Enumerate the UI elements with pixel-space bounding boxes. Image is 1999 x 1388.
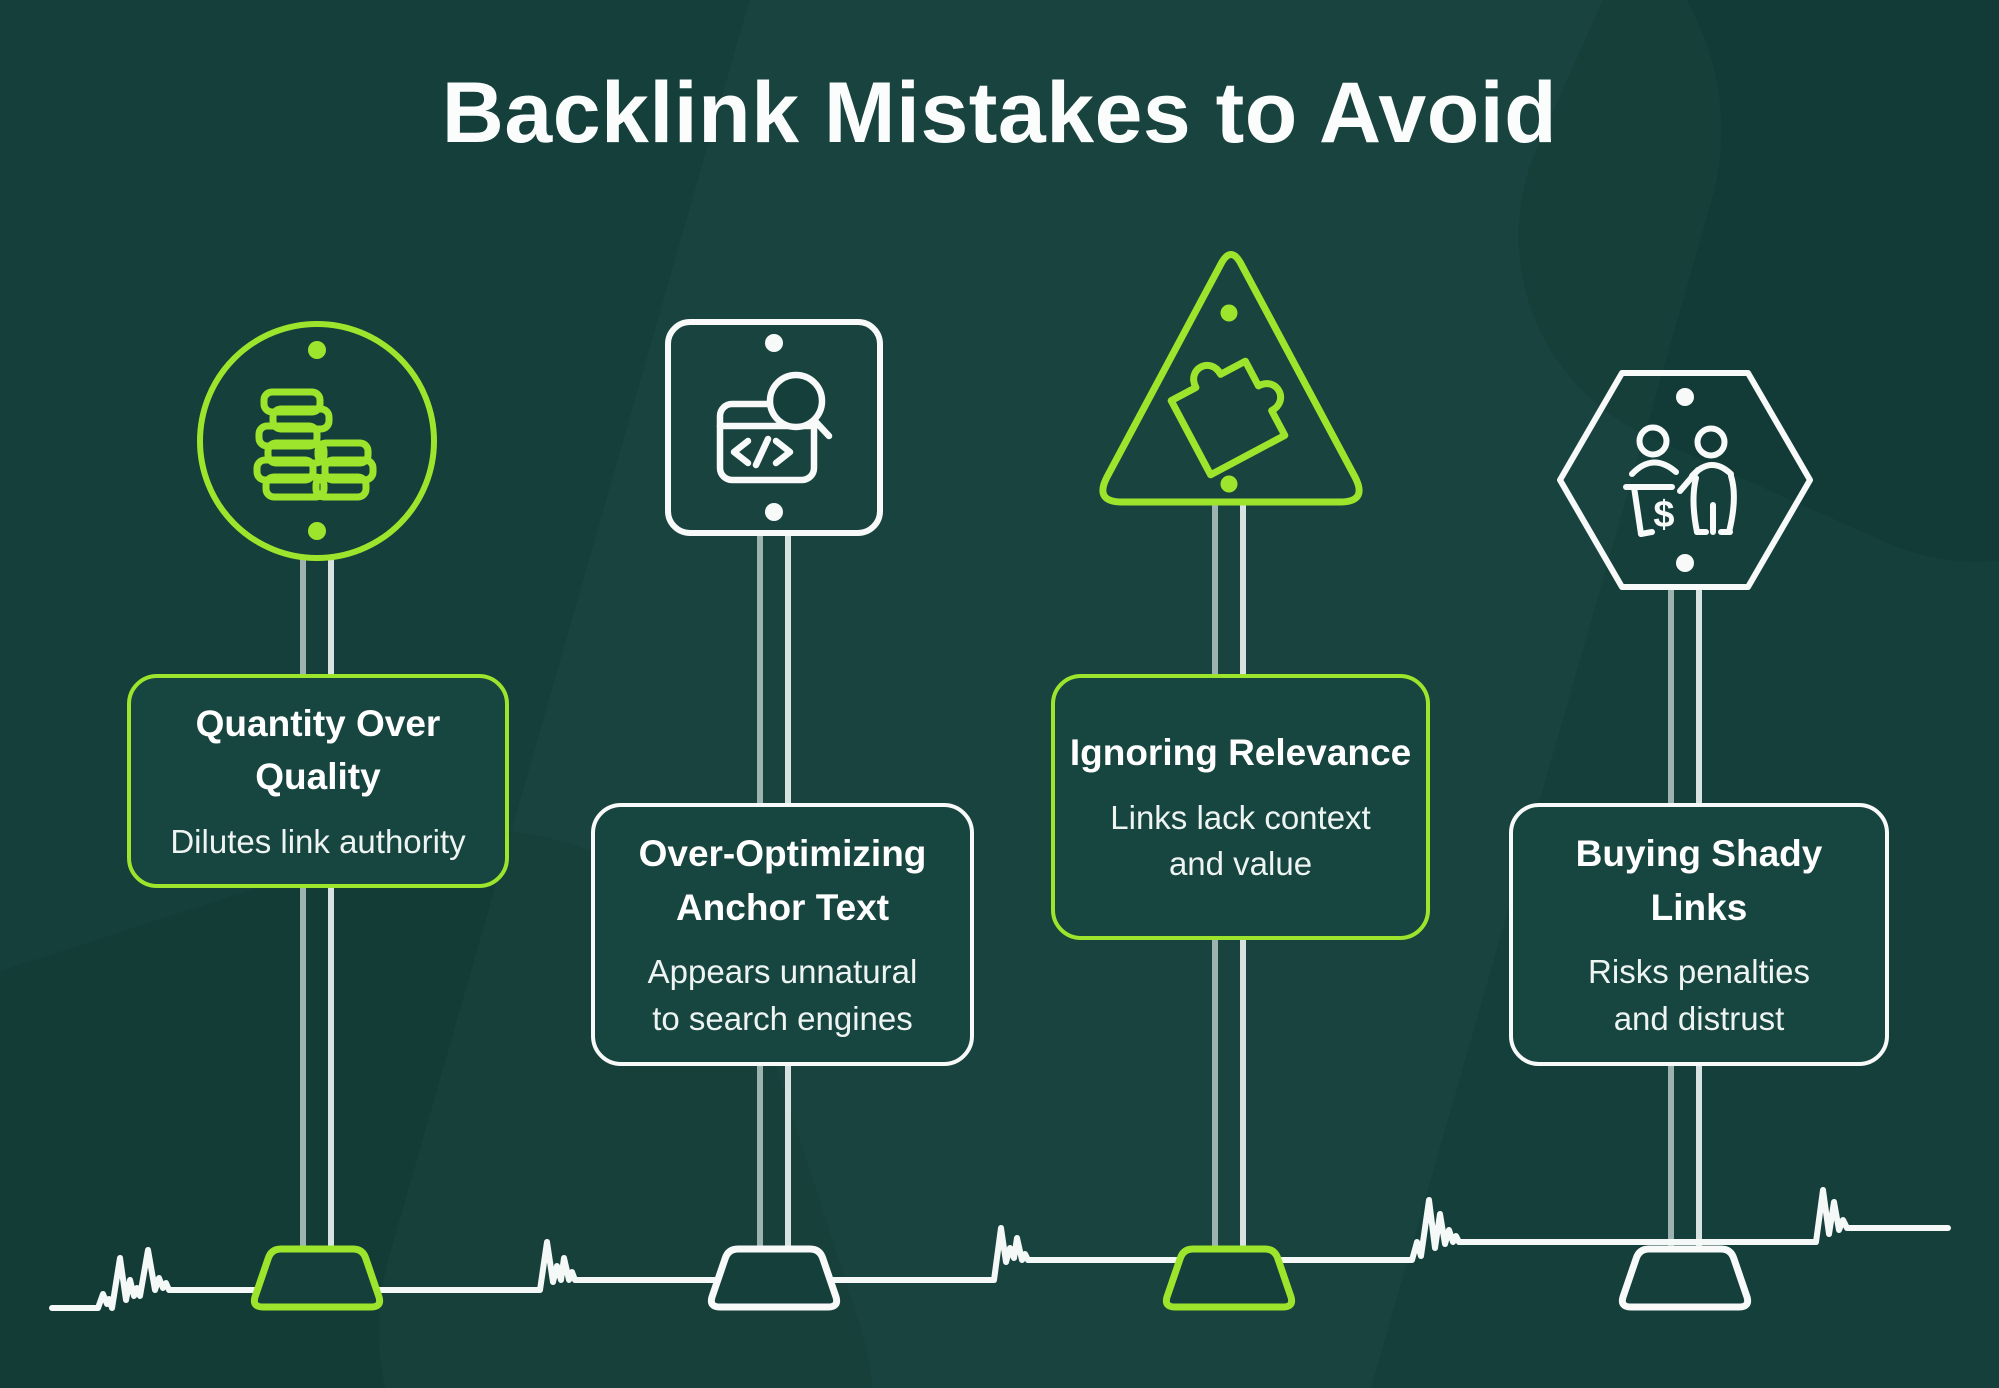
sign-triangle-relevance <box>1099 251 1363 506</box>
browser-code-search-icon <box>716 371 833 484</box>
bolt-dot <box>765 334 783 352</box>
bolt-dot <box>308 522 326 540</box>
card-title: Quantity Over Quality <box>195 702 441 798</box>
sign-circle-quantity <box>197 321 437 561</box>
bolt-dot <box>1220 304 1238 322</box>
card-description: Risks penalties and distrust <box>1588 953 1810 1037</box>
card-title: Buying Shady Links <box>1575 833 1823 928</box>
ground-grass-line <box>49 1187 1951 1311</box>
sign-square-anchor-text <box>665 319 883 536</box>
card-buying-shady-links: Buying Shady Links Risks penalties and d… <box>1509 803 1889 1066</box>
base-2 <box>707 1245 841 1311</box>
bolt-dot <box>1676 554 1694 572</box>
card-title: Ignoring Relevance <box>1069 732 1412 774</box>
pole-1 <box>300 555 334 1300</box>
bolt-dot <box>765 503 783 521</box>
card-title: Over-Optimizing Anchor Text <box>638 833 927 928</box>
puzzle-piece-icon <box>1167 357 1289 479</box>
card-quantity-over-quality: Quantity Over Quality Dilutes link autho… <box>127 674 509 888</box>
card-description: Appears unnatural to search engines <box>647 953 918 1037</box>
people-money-exchange-icon <box>1623 424 1737 537</box>
card-ignoring-relevance: Ignoring Relevance Links lack context an… <box>1051 674 1430 940</box>
page-title: Backlink Mistakes to Avoid <box>441 65 1558 161</box>
card-description: Dilutes link authority <box>170 823 466 861</box>
bolt-dot <box>1220 475 1238 493</box>
base-4 <box>1618 1245 1752 1311</box>
card-over-optimizing-anchor-text: Over-Optimizing Anchor Text Appears unna… <box>591 803 974 1066</box>
base-1 <box>250 1245 384 1311</box>
signpost-bases <box>250 1245 1752 1311</box>
dollar-glyph: $ <box>1653 494 1674 536</box>
card-description: Links lack context and value <box>1110 799 1371 883</box>
base-3 <box>1162 1245 1296 1311</box>
coin-stack-icon <box>253 388 377 501</box>
bolt-dot <box>308 341 326 359</box>
sign-hexagon-shady-links: $ <box>1557 370 1813 590</box>
signpost-poles <box>300 505 1702 1300</box>
bolt-dot <box>1676 388 1694 406</box>
